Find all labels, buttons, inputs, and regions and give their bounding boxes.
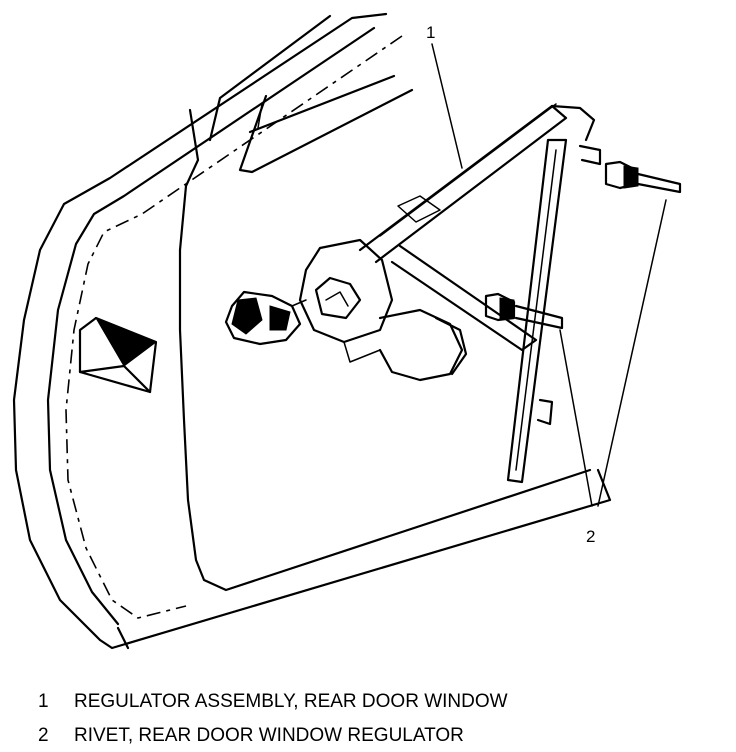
legend-item: 1 REGULATOR ASSEMBLY, REAR DOOR WINDOW — [38, 690, 508, 714]
door-shell — [12, 12, 612, 650]
door-regulator-illustration: 1 2 — [12, 12, 682, 650]
legend-item: 2 RIVET, REAR DOOR WINDOW REGULATOR — [38, 724, 464, 748]
rivet-upper — [604, 160, 682, 194]
window-opening — [238, 74, 414, 174]
callout-number-1: 1 — [426, 23, 435, 42]
legend-item-number: 1 — [38, 691, 49, 712]
legend-item-number: 2 — [38, 725, 49, 746]
legend-item-text: REGULATOR ASSEMBLY, REAR DOOR WINDOW — [74, 691, 508, 712]
regulator-assembly — [224, 103, 602, 484]
rivet-lower — [484, 292, 564, 330]
callout-number-2: 2 — [586, 527, 595, 546]
door-handle-pocket — [78, 316, 158, 394]
legend-item-text: RIVET, REAR DOOR WINDOW REGULATOR — [74, 725, 464, 746]
callout-leaders — [431, 43, 667, 507]
